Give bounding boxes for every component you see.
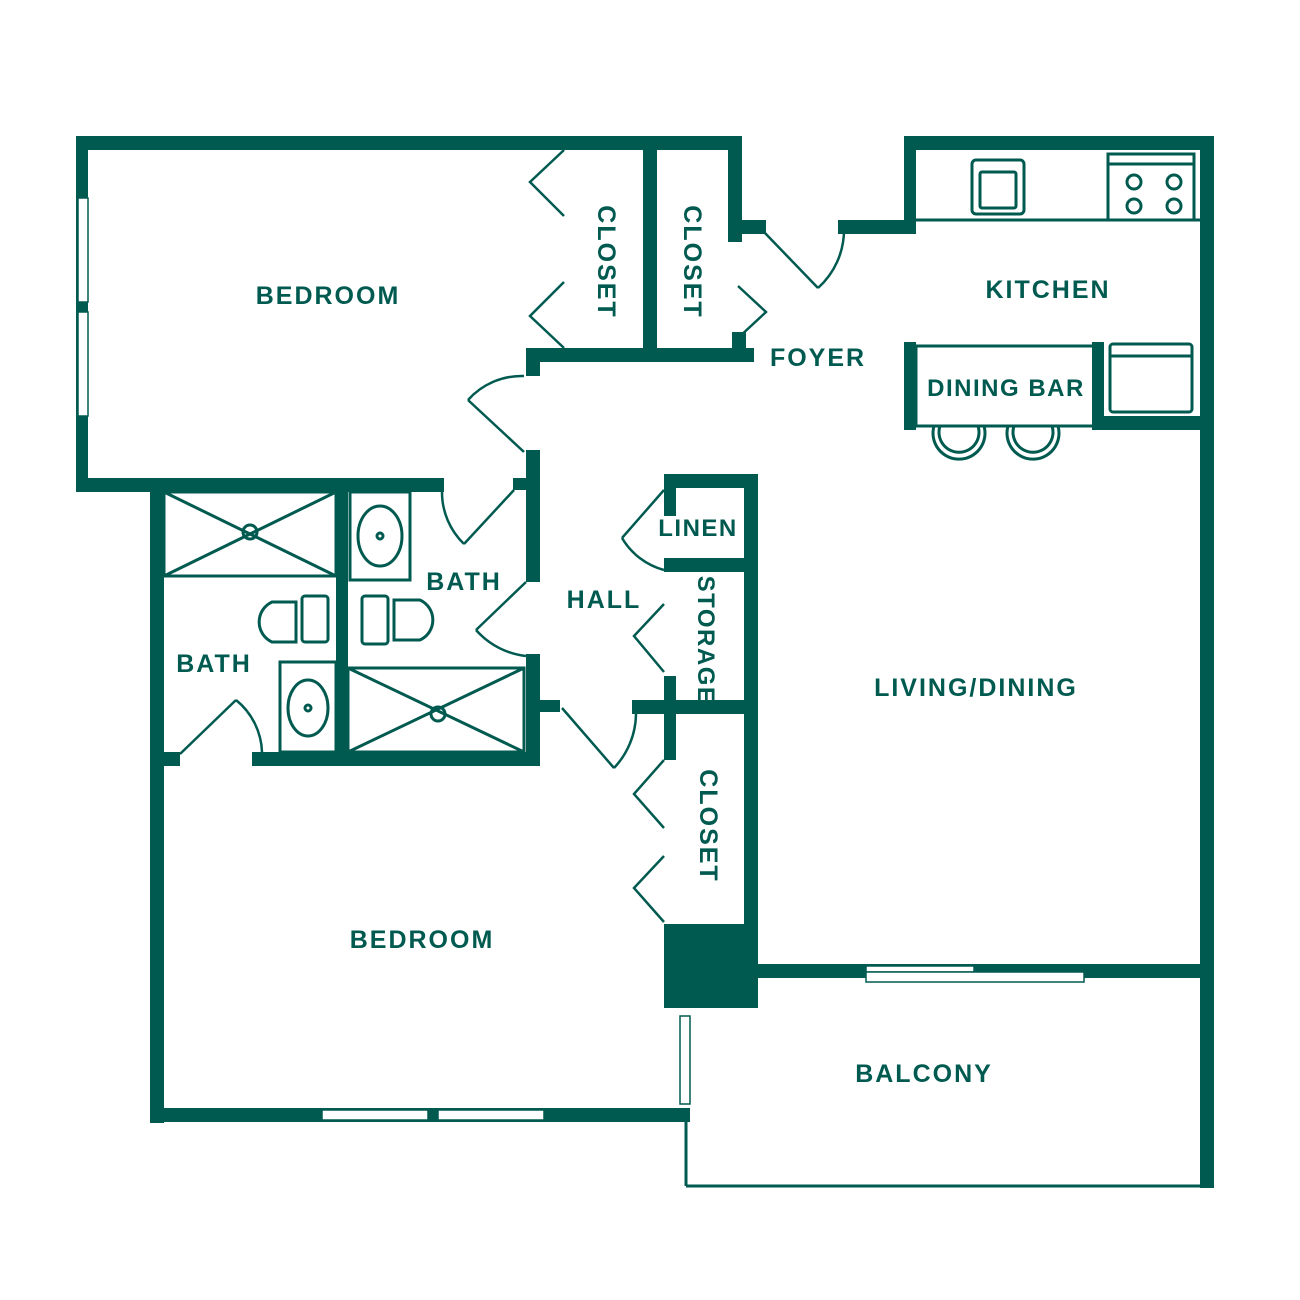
refrigerator-icon bbox=[1108, 342, 1194, 414]
room-label-living-dining: LIVING/DINING bbox=[874, 674, 1078, 702]
room-label-bath: BATH bbox=[426, 568, 502, 596]
fixtures bbox=[162, 152, 1196, 754]
room-label-bath: BATH bbox=[176, 650, 252, 678]
window bbox=[321, 1109, 429, 1121]
sliding-door bbox=[865, 971, 1085, 983]
doors bbox=[179, 149, 846, 923]
room-label-bedroom: BEDROOM bbox=[256, 282, 401, 310]
shower-icon bbox=[162, 490, 338, 578]
stool-icon bbox=[931, 425, 987, 461]
room-label-foyer: FOYER bbox=[770, 344, 866, 372]
sink-icon bbox=[970, 158, 1026, 216]
shower-icon bbox=[346, 666, 526, 754]
thin-lines bbox=[684, 218, 1200, 1188]
room-label-closet: CLOSET bbox=[694, 769, 722, 882]
room-label-closet: CLOSET bbox=[592, 205, 620, 318]
window bbox=[437, 1109, 545, 1121]
stool-icon bbox=[1005, 425, 1061, 461]
window bbox=[77, 311, 89, 417]
room-label-kitchen: KITCHEN bbox=[985, 276, 1110, 304]
window bbox=[77, 197, 89, 303]
room-label-bedroom: BEDROOM bbox=[350, 926, 495, 954]
room-labels: BEDROOM CLOSET CLOSET FOYER KITCHEN DINI… bbox=[176, 205, 1110, 1088]
walls bbox=[76, 136, 1214, 1188]
windows bbox=[77, 197, 1085, 1121]
room-label-closet: CLOSET bbox=[678, 205, 706, 318]
room-label-linen: LINEN bbox=[658, 515, 738, 542]
sink-icon bbox=[348, 490, 412, 582]
toilet-icon bbox=[360, 594, 390, 646]
window bbox=[679, 1015, 691, 1105]
toilet-icon bbox=[300, 594, 330, 644]
sliding-door bbox=[865, 965, 975, 973]
stove-icon bbox=[1106, 152, 1196, 222]
sink-icon bbox=[278, 660, 338, 754]
room-label-balcony: BALCONY bbox=[855, 1060, 993, 1088]
room-label-hall: HALL bbox=[567, 586, 642, 614]
room-label-dining-bar: DINING BAR bbox=[927, 375, 1085, 402]
room-label-storage: STORAGE bbox=[692, 576, 719, 705]
